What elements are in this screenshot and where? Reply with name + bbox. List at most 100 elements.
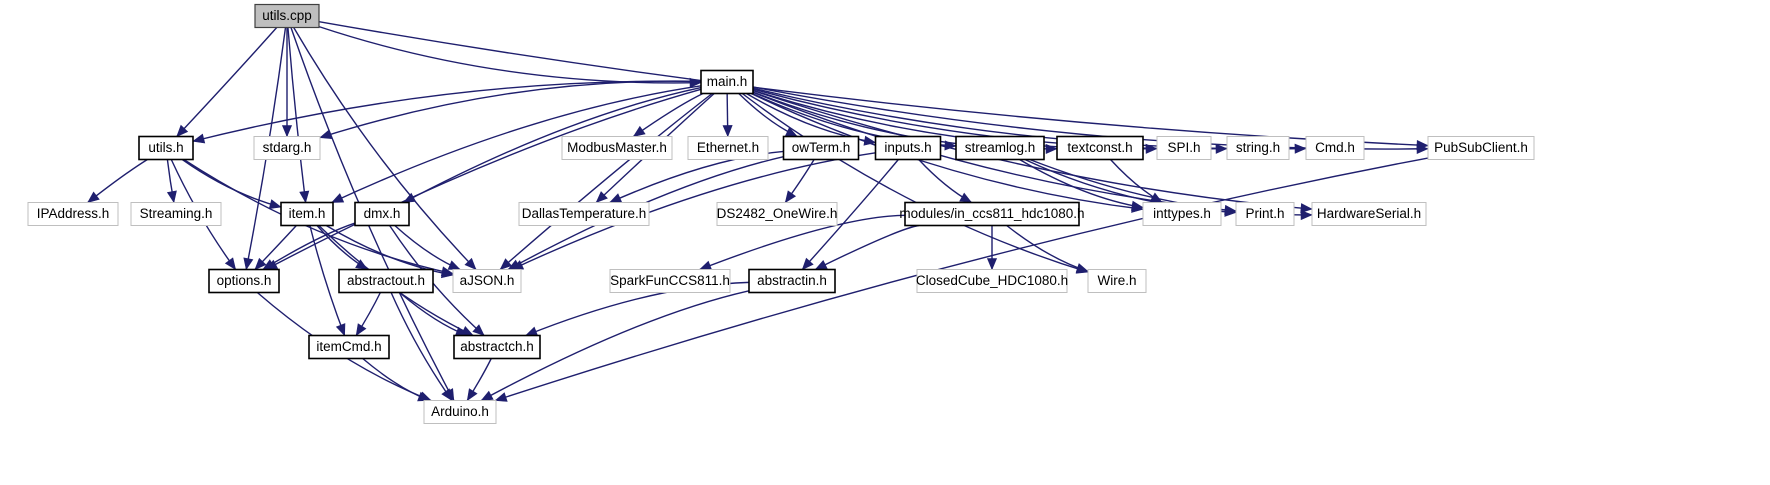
node-box[interactable] bbox=[130, 202, 222, 226]
node-box[interactable] bbox=[308, 334, 390, 360]
edge-arrowhead bbox=[609, 193, 623, 203]
node-box[interactable] bbox=[423, 400, 497, 424]
edge-arrowhead bbox=[440, 268, 454, 279]
graph-node-print-h[interactable]: Print.h bbox=[1235, 202, 1295, 226]
edge-arrowhead bbox=[480, 390, 494, 401]
graph-node-owterm-h[interactable]: owTerm.h bbox=[782, 135, 860, 161]
edge-arrowhead bbox=[355, 323, 367, 337]
node-box[interactable] bbox=[253, 136, 321, 160]
node-box[interactable] bbox=[748, 268, 836, 294]
node-box[interactable] bbox=[1427, 136, 1535, 160]
graph-node-ethernet-h[interactable]: Ethernet.h bbox=[687, 136, 769, 160]
node-label: Ethernet.h bbox=[697, 140, 759, 155]
graph-node-item-h[interactable]: item.h bbox=[280, 201, 334, 227]
node-box[interactable] bbox=[1142, 202, 1222, 226]
node-box[interactable] bbox=[1056, 135, 1144, 161]
edge-arrowhead bbox=[464, 257, 477, 271]
node-box[interactable] bbox=[254, 3, 320, 29]
node-box[interactable] bbox=[700, 69, 754, 95]
node-box[interactable] bbox=[518, 202, 650, 226]
node-box[interactable] bbox=[687, 136, 769, 160]
node-box[interactable] bbox=[1311, 202, 1427, 226]
graph-node-ds2482-h[interactable]: DS2482_OneWire.h bbox=[716, 202, 838, 226]
node-box[interactable] bbox=[453, 334, 541, 360]
node-box[interactable] bbox=[916, 269, 1068, 293]
dependency-edge bbox=[262, 222, 356, 271]
node-box[interactable] bbox=[1087, 269, 1147, 293]
dependency-edge bbox=[309, 225, 346, 336]
dependency-edge bbox=[403, 86, 702, 204]
graph-node-hardwareserial-h[interactable]: HardwareSerial.h bbox=[1311, 202, 1427, 226]
node-box[interactable] bbox=[208, 268, 280, 294]
node-box[interactable] bbox=[338, 268, 434, 294]
graph-node-options-h[interactable]: options.h bbox=[208, 268, 280, 294]
graph-node-modbusmaster-h[interactable]: ModbusMaster.h bbox=[561, 136, 673, 160]
node-label: Print.h bbox=[1245, 206, 1284, 221]
graph-node-cmd-h[interactable]: Cmd.h bbox=[1305, 136, 1365, 160]
node-box[interactable] bbox=[904, 201, 1080, 227]
node-box[interactable] bbox=[1226, 136, 1290, 160]
edge-arrowhead bbox=[254, 257, 267, 271]
edge-arrowhead bbox=[331, 193, 345, 203]
graph-node-itemcmd-h[interactable]: itemCmd.h bbox=[308, 334, 390, 360]
node-box[interactable] bbox=[452, 269, 522, 293]
node-box[interactable] bbox=[1156, 136, 1212, 160]
dependency-edge bbox=[293, 27, 477, 270]
graph-node-sparkfun-h[interactable]: SparkFunCCS811.h bbox=[609, 269, 731, 293]
node-box[interactable] bbox=[782, 135, 860, 161]
node-box[interactable] bbox=[1305, 136, 1365, 160]
node-label: inputs.h bbox=[884, 140, 931, 155]
edge-arrowhead bbox=[699, 260, 713, 271]
node-label: streamlog.h bbox=[965, 140, 1036, 155]
node-label: Cmd.h bbox=[1315, 140, 1355, 155]
graph-node-dmx-h[interactable]: dmx.h bbox=[354, 201, 410, 227]
graph-node-pubsubclient-h[interactable]: PubSubClient.h bbox=[1427, 136, 1535, 160]
dependency-edge bbox=[699, 214, 906, 271]
dependency-edge bbox=[176, 27, 278, 137]
node-box[interactable] bbox=[354, 201, 410, 227]
node-label: HardwareSerial.h bbox=[1317, 206, 1421, 221]
node-label: textconst.h bbox=[1067, 140, 1132, 155]
graph-node-utils-h[interactable]: utils.h bbox=[138, 135, 194, 161]
graph-node-ccs811-h[interactable]: modules/in_ccs811_hdc1080.h bbox=[899, 201, 1085, 227]
edge-arrowhead bbox=[441, 388, 453, 402]
node-label: Wire.h bbox=[1097, 273, 1136, 288]
node-box[interactable] bbox=[609, 269, 731, 293]
graph-node-stdarg-h[interactable]: stdarg.h bbox=[253, 136, 321, 160]
edge-arrowhead bbox=[1131, 200, 1144, 211]
graph-node-abstractout-h[interactable]: abstractout.h bbox=[338, 268, 434, 294]
graph-node-textconst-h[interactable]: textconst.h bbox=[1056, 135, 1144, 161]
graph-node-inputs-h[interactable]: inputs.h bbox=[874, 135, 942, 161]
graph-node-streamlog-h[interactable]: streamlog.h bbox=[955, 135, 1045, 161]
graph-node-abstractin-h[interactable]: abstractin.h bbox=[748, 268, 836, 294]
node-box[interactable] bbox=[138, 135, 194, 161]
node-label: itemCmd.h bbox=[316, 339, 381, 354]
node-box[interactable] bbox=[27, 202, 119, 226]
graph-node-closedcube-h[interactable]: ClosedCube_HDC1080.h bbox=[916, 269, 1068, 293]
node-label: item.h bbox=[289, 206, 326, 221]
graph-node-ipaddress-h[interactable]: IPAddress.h bbox=[27, 202, 119, 226]
dependency-edge bbox=[750, 92, 1144, 210]
graph-node-streaming-h[interactable]: Streaming.h bbox=[130, 202, 222, 226]
edge-arrowhead bbox=[595, 191, 608, 204]
graph-node-string-h[interactable]: string.h bbox=[1226, 136, 1290, 160]
graph-node-spi-h[interactable]: SPI.h bbox=[1156, 136, 1212, 160]
graph-node-main-h[interactable]: main.h bbox=[700, 69, 754, 95]
graph-node-inttypes-h[interactable]: inttypes.h bbox=[1142, 202, 1222, 226]
node-box[interactable] bbox=[280, 201, 334, 227]
node-box[interactable] bbox=[874, 135, 942, 161]
node-label: DallasTemperature.h bbox=[522, 206, 647, 221]
node-box[interactable] bbox=[716, 202, 838, 226]
node-box[interactable] bbox=[955, 135, 1045, 161]
graph-node-wire-h[interactable]: Wire.h bbox=[1087, 269, 1147, 293]
graph-node-arduino-h[interactable]: Arduino.h bbox=[423, 400, 497, 424]
graph-node-dallas-h[interactable]: DallasTemperature.h bbox=[518, 202, 650, 226]
edge-arrowhead bbox=[494, 392, 508, 402]
graph-node-ajson-h[interactable]: aJSON.h bbox=[452, 269, 522, 293]
node-box[interactable] bbox=[561, 136, 673, 160]
edge-arrowhead bbox=[632, 125, 646, 137]
graph-node-utils-cpp[interactable]: utils.cpp bbox=[254, 3, 320, 29]
edge-arrowhead bbox=[355, 259, 369, 270]
node-box[interactable] bbox=[1235, 202, 1295, 226]
graph-node-abstractch-h[interactable]: abstractch.h bbox=[453, 334, 541, 360]
